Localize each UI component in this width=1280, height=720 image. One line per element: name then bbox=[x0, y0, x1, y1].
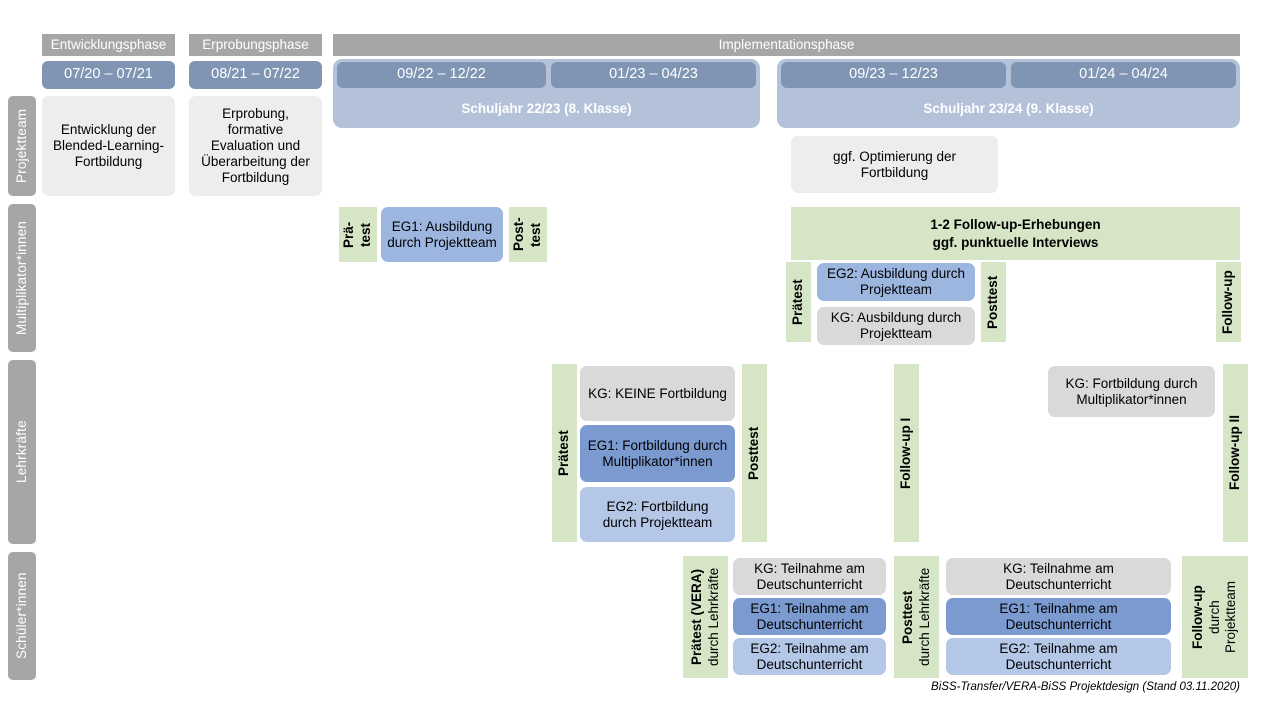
projektteam-erprobung-box: Erprobung, formative Evaluation und Über… bbox=[189, 96, 322, 196]
schueler-praetest-bold: Prätest (VERA) bbox=[688, 568, 704, 666]
lane-label-multiplikatorinnen: Multiplikator*innen bbox=[8, 204, 36, 352]
multiplikator-kg-box: KG: Ausbildung durch Projektteam bbox=[817, 307, 975, 345]
phase-header-implementation: Implementationsphase bbox=[333, 34, 1240, 56]
multiplikator-posttest-2: Posttest bbox=[981, 262, 1006, 342]
schueler-praetest-bar: Prätest (VERA) durch Lehrkräfte bbox=[683, 556, 728, 678]
schueler-posttest-bar: Posttest durch Lehrkräfte bbox=[894, 556, 939, 678]
schueler-eg2-box-left: EG2: Teilnahme am Deutschunterricht bbox=[733, 638, 886, 675]
projektteam-optimierung-box: ggf. Optimierung der Fortbildung bbox=[791, 136, 998, 193]
multiplikator-praetest-1: Prä- test bbox=[339, 207, 377, 262]
lane-label-lehrkraefte: Lehrkräfte bbox=[8, 360, 36, 544]
lehrkraefte-followup-2-bar: Follow-up II bbox=[1223, 364, 1248, 542]
date-chip-0821-0722: 08/21 – 07/22 bbox=[189, 61, 322, 89]
schueler-kg-box-right: KG: Teilnahme am Deutschunterricht bbox=[946, 558, 1171, 595]
schueler-posttest-sub: durch Lehrkräfte bbox=[916, 567, 932, 667]
diagram-footer: BiSS-Transfer/VERA-BiSS Projektdesign (S… bbox=[931, 681, 1240, 693]
schueler-eg1-box-right: EG1: Teilnahme am Deutschunterricht bbox=[946, 598, 1171, 635]
date-chip-0124-0424: 01/24 – 04/24 bbox=[1011, 62, 1236, 88]
multiplikator-posttest-1: Post- test bbox=[509, 207, 547, 262]
date-chip-0123-0423: 01/23 – 04/23 bbox=[551, 62, 756, 88]
schueler-praetest-sub: durch Lehrkräfte bbox=[705, 567, 721, 667]
lehrkraefte-eg1-box: EG1: Fortbildung durch Multiplikator*inn… bbox=[580, 425, 735, 482]
schueler-followup-bold: Follow-up bbox=[1189, 585, 1205, 649]
lehrkraefte-kg-rechts-box: KG: Fortbildung durch Multiplikator*inne… bbox=[1048, 366, 1215, 417]
schueler-eg1-box-left: EG1: Teilnahme am Deutschunterricht bbox=[733, 598, 886, 635]
multiplikator-praetest-2: Prätest bbox=[786, 262, 811, 342]
projektteam-entwicklung-box: Entwicklung der Blended-Learning-Fortbil… bbox=[42, 96, 175, 196]
lane-label-projektteam: Projektteam bbox=[8, 96, 36, 196]
multiplikator-eg1-box: EG1: Ausbildung durch Projektteam bbox=[381, 207, 503, 262]
lehrkraefte-praetest-bar: Prätest bbox=[552, 364, 577, 542]
phase-header-erprobung: Erprobungsphase bbox=[189, 34, 322, 56]
date-chip-0923-1223: 09/23 – 12/23 bbox=[781, 62, 1006, 88]
multiplikator-followup-banner: 1-2 Follow-up-Erhebungen ggf. punktuelle… bbox=[791, 207, 1240, 260]
lehrkraefte-followup-1-bar: Follow-up I bbox=[894, 364, 919, 542]
schueler-kg-box-left: KG: Teilnahme am Deutschunterricht bbox=[733, 558, 886, 595]
school-year-2223-label: Schuljahr 22/23 (8. Klasse) bbox=[461, 101, 632, 117]
schueler-followup-bar: Follow-up durch Projektteam bbox=[1182, 556, 1248, 678]
schueler-followup-sub2: Projektteam bbox=[1223, 580, 1239, 654]
lehrkraefte-posttest-bar: Posttest bbox=[742, 364, 767, 542]
schueler-posttest-bold: Posttest bbox=[899, 590, 915, 644]
lane-label-schuelerinnen: Schüler*innen bbox=[8, 552, 36, 680]
school-year-2324-label: Schuljahr 23/24 (9. Klasse) bbox=[923, 101, 1094, 117]
date-chip-0922-1222: 09/22 – 12/22 bbox=[337, 62, 546, 88]
multiplikator-followup-bar: Follow-up bbox=[1216, 262, 1241, 342]
date-chip-0720-0721: 07/20 – 07/21 bbox=[42, 61, 175, 89]
phase-header-entwicklung: Entwicklungsphase bbox=[42, 34, 175, 56]
lehrkraefte-kg-keine-box: KG: KEINE Fortbildung bbox=[580, 366, 735, 421]
schueler-eg2-box-right: EG2: Teilnahme am Deutschunterricht bbox=[946, 638, 1171, 675]
schueler-followup-sub1: durch bbox=[1206, 600, 1222, 634]
lehrkraefte-eg2-box: EG2: Fortbildung durch Projektteam bbox=[580, 487, 735, 542]
multiplikator-eg2-box: EG2: Ausbildung durch Projektteam bbox=[817, 263, 975, 301]
